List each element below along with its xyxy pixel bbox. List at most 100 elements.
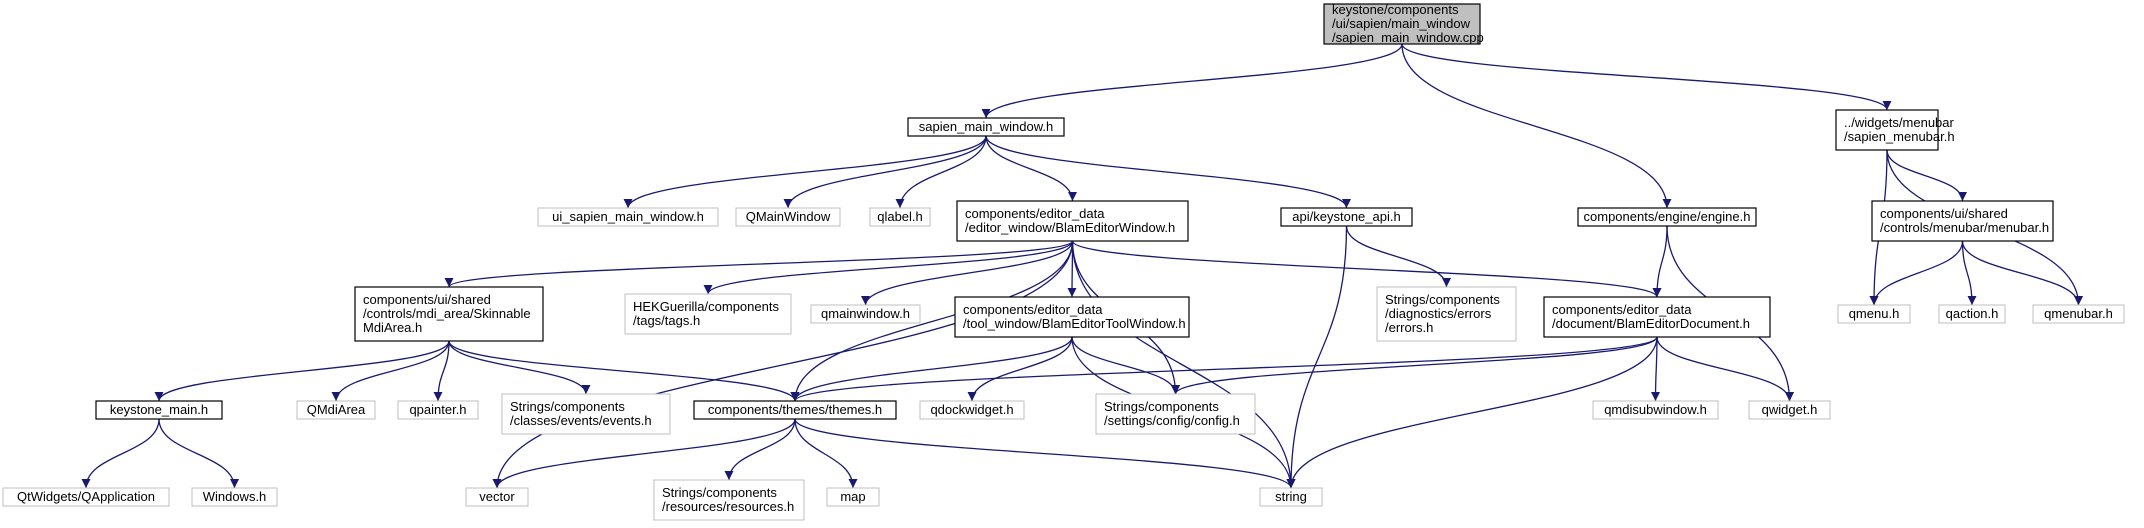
- node-keystone-main-h[interactable]: keystone_main.h: [95, 400, 223, 420]
- edge-root-to-sapien_menubar_h: [1401, 43, 1892, 111]
- node-label-line: ui_sapien_main_window.h: [552, 209, 704, 224]
- edge-BlamEditorWindow_h-to-BlamEditorDocument_h: [1071, 240, 1662, 298]
- edge-menubar_h-to-qmenu_h: [1869, 240, 1964, 306]
- edge-menubar_h-to-qaction_h: [1961, 240, 1977, 306]
- node-label-line: /controls/menubar/menubar.h: [1880, 220, 2049, 235]
- node-engine-h[interactable]: components/engine/engine.h: [1577, 207, 1757, 227]
- edge-BlamEditorDocument_h-to-qwidget_h: [1656, 336, 1794, 402]
- node-box: [296, 400, 376, 420]
- node-vector: vector: [465, 487, 529, 507]
- node-box[interactable]: [1835, 109, 1939, 151]
- node-label-line: map: [840, 489, 865, 504]
- node-label-line: qmenu.h: [1849, 306, 1900, 321]
- node-box[interactable]: [1577, 207, 1757, 227]
- node-errors-h: Strings/components/diagnostics/errors/er…: [1376, 286, 1517, 342]
- edge-sapien_main_window_h-to-BlamEditorWindow_h: [985, 135, 1077, 202]
- nodes-layer: keystone/components/ui/sapien/main_windo…: [2, 2, 2125, 521]
- node-resources-h: Strings/components/resources/resources.h: [653, 479, 805, 521]
- node-box[interactable]: [693, 400, 897, 420]
- node-label-line: qmdisubwindow.h: [1604, 402, 1707, 417]
- node-label-line: qaction.h: [1946, 306, 1999, 321]
- node-box: [1376, 286, 1517, 342]
- node-box: [624, 293, 792, 335]
- node-label-line: /editor_window/BlamEditorWindow.h: [965, 220, 1175, 235]
- node-box: [2032, 304, 2125, 324]
- node-label-line: /sapien_menubar.h: [1844, 129, 1955, 144]
- node-box: [1837, 304, 1911, 324]
- node-qpainter-h: qpainter.h: [397, 400, 479, 420]
- node-BlamEditorToolWindow-h[interactable]: components/editor_data/tool_window/BlamE…: [954, 296, 1190, 338]
- edge-root-to-sapien_main_window_h: [981, 43, 1403, 119]
- node-label-line: components/ui/shared: [363, 292, 491, 307]
- edge-BlamEditorToolWindow_h-to-themes_h: [790, 336, 1073, 402]
- node-box: [1592, 400, 1719, 420]
- node-box: [1259, 487, 1323, 507]
- node-box[interactable]: [1543, 296, 1771, 338]
- edge-menubar_h-to-qmenubar_h: [1961, 240, 2083, 306]
- edge-themes_h-to-vector: [492, 418, 796, 489]
- node-label-line: Strings/components: [1104, 399, 1219, 414]
- node-qmenu-h: qmenu.h: [1837, 304, 1911, 324]
- node-label-line: QMdiArea: [307, 402, 366, 417]
- node-label-line: keystone/components: [1332, 2, 1459, 17]
- node-sapien-main-window-h[interactable]: sapien_main_window.h: [907, 117, 1065, 137]
- edge-sapien_menubar_h-to-menubar_h: [1886, 149, 1967, 202]
- node-box: [1748, 400, 1831, 420]
- node-label-line: qwidget.h: [1762, 402, 1818, 417]
- node-box: [826, 487, 880, 507]
- node-label-line: /controls/mdi_area/Skinnable: [363, 306, 531, 321]
- node-label-line: QMainWindow: [746, 209, 831, 224]
- node-events-h: Strings/components/classes/events/events…: [501, 393, 671, 435]
- node-box: [653, 479, 805, 521]
- edge-SkinnableMdiArea_h-to-themes_h: [448, 340, 800, 402]
- node-QMdiArea: QMdiArea: [296, 400, 376, 420]
- node-qaction-h: qaction.h: [1938, 304, 2006, 324]
- node-BlamEditorWindow-h[interactable]: components/editor_data/editor_window/Bla…: [956, 200, 1189, 242]
- node-box: [397, 400, 479, 420]
- node-label-line: /document/BlamEditorDocument.h: [1552, 316, 1750, 331]
- node-qmainwindow-h: qmainwindow.h: [810, 304, 921, 324]
- node-box[interactable]: [956, 200, 1189, 242]
- node-keystone-api-h[interactable]: api/keystone_api.h: [1280, 207, 1413, 227]
- node-label-line: components/editor_data: [963, 302, 1103, 317]
- node-label-line: Windows.h: [203, 489, 267, 504]
- node-themes-h[interactable]: components/themes/themes.h: [693, 400, 897, 420]
- node-box: [2, 487, 170, 507]
- node-label-line: vector: [479, 489, 515, 504]
- node-box[interactable]: [1871, 200, 2054, 242]
- node-box[interactable]: [954, 296, 1190, 338]
- node-box[interactable]: [907, 117, 1065, 137]
- edge-BlamEditorWindow_h-to-string: [1071, 240, 1296, 489]
- node-menubar-h[interactable]: components/ui/shared/controls/menubar/me…: [1871, 200, 2054, 242]
- node-label-line: qlabel.h: [877, 209, 923, 224]
- node-BlamEditorDocument-h[interactable]: components/editor_data/document/BlamEdit…: [1543, 296, 1771, 338]
- node-box[interactable]: [354, 286, 544, 342]
- node-label-line: qmenubar.h: [2044, 306, 2113, 321]
- node-sapien-menubar-h[interactable]: ../widgets/menubar/sapien_menubar.h: [1835, 109, 1955, 151]
- node-label-line: Strings/components: [1385, 292, 1500, 307]
- node-label-line: HEKGuerilla/components: [633, 299, 779, 314]
- node-qmdisubwindow-h: qmdisubwindow.h: [1592, 400, 1719, 420]
- node-label-line: /diagnostics/errors: [1385, 306, 1492, 321]
- node-root[interactable]: keystone/components/ui/sapien/main_windo…: [1323, 2, 1484, 45]
- node-SkinnableMdiArea-h[interactable]: components/ui/shared/controls/mdi_area/S…: [354, 286, 544, 342]
- node-label-line: qmainwindow.h: [821, 306, 910, 321]
- edge-sapien_main_window_h-to-keystone_api_h: [985, 135, 1351, 209]
- edge-root-to-engine_h: [1401, 43, 1672, 209]
- node-label-line: components/engine/engine.h: [1584, 209, 1751, 224]
- node-label-line: api/keystone_api.h: [1292, 209, 1400, 224]
- node-qmenubar-h: qmenubar.h: [2032, 304, 2125, 324]
- edge-BlamEditorWindow_h-to-vector: [492, 240, 1074, 489]
- node-box[interactable]: [95, 400, 223, 420]
- edge-sapien_main_window_h-to-QMainWindow: [783, 135, 987, 209]
- edge-keystone_main_h-to-QApplication: [81, 418, 160, 489]
- node-box[interactable]: [1280, 207, 1413, 227]
- node-Windows-h: Windows.h: [191, 487, 278, 507]
- node-label-line: /classes/events/events.h: [510, 413, 652, 428]
- node-box[interactable]: [1323, 3, 1481, 45]
- node-qdockwidget-h: qdockwidget.h: [919, 400, 1025, 420]
- edge-engine_h-to-BlamEditorDocument_h: [1652, 225, 1668, 298]
- node-label-line: components/themes/themes.h: [708, 402, 882, 417]
- node-box: [735, 207, 841, 227]
- edge-SkinnableMdiArea_h-to-qpainter_h: [433, 340, 450, 402]
